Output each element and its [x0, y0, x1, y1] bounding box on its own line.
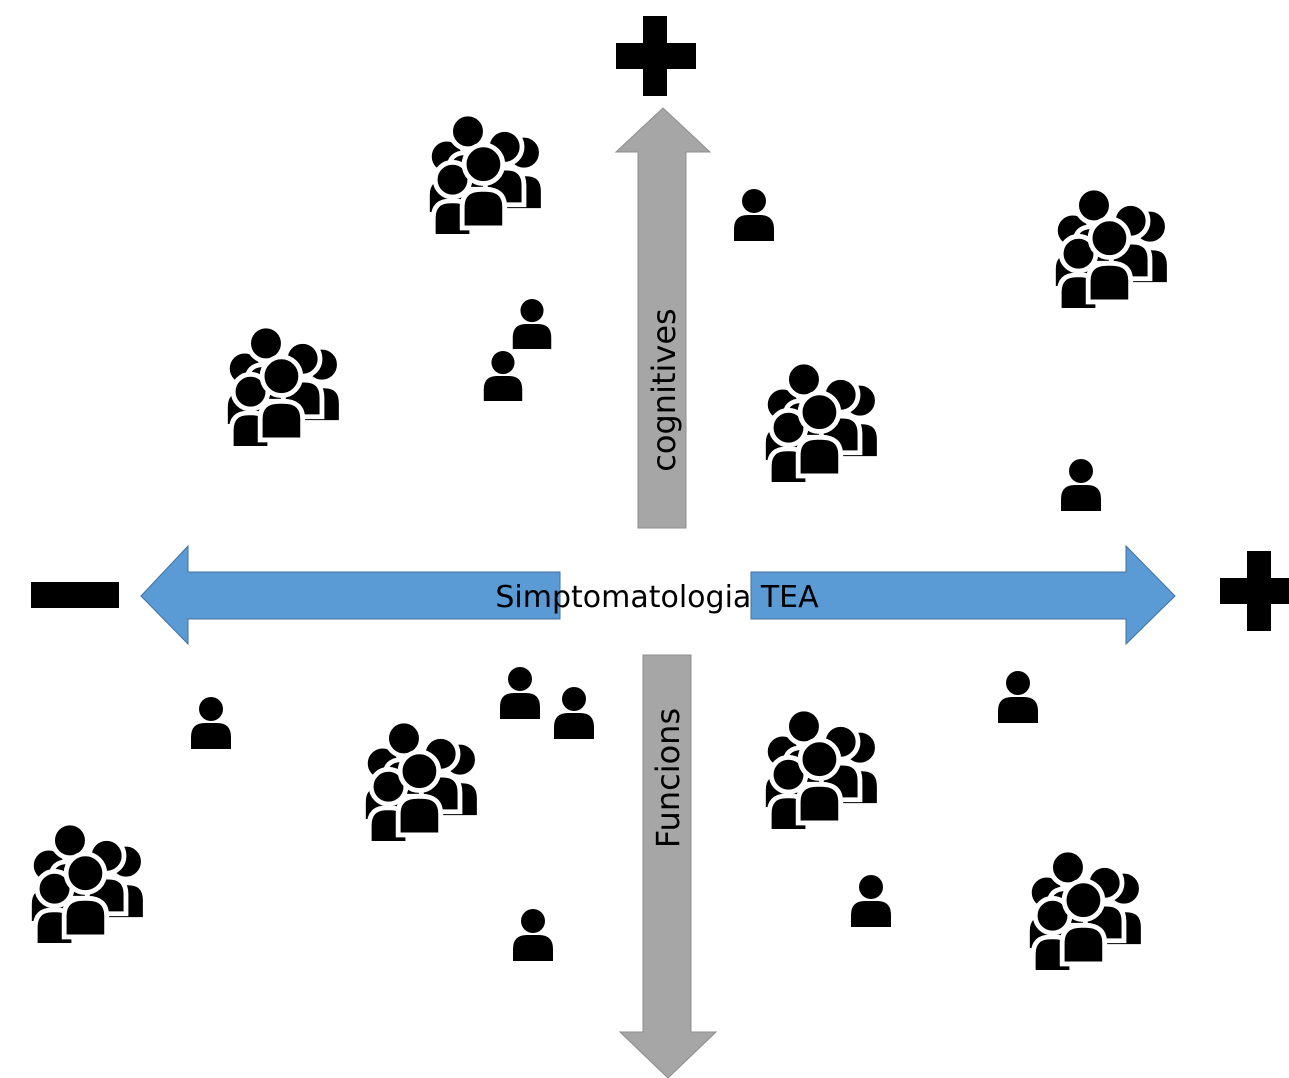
- functions-arrow-down: [618, 654, 718, 1078]
- asd-symptoms-arrow-right: [750, 544, 1176, 646]
- vertical-axis-top-arrow: cognitives: [614, 107, 712, 529]
- person-icon: [734, 189, 774, 241]
- people-group-icon: [225, 326, 341, 450]
- person-icon: [512, 299, 552, 349]
- person-icon: [483, 351, 523, 401]
- people-group-icon: [1027, 850, 1143, 974]
- people-group-icon: [1053, 188, 1169, 312]
- plus-icon-right: [1220, 551, 1289, 631]
- functions-axis-label: Funcions: [649, 708, 687, 848]
- person-icon: [851, 875, 891, 927]
- asd-symptoms-arrow-left: [140, 544, 561, 646]
- cognitive-arrow-up: [614, 107, 712, 529]
- person-icon: [513, 909, 553, 961]
- people-group-icon: [29, 823, 145, 947]
- person-icon: [554, 687, 594, 739]
- people-group-icon: [763, 709, 879, 833]
- plus-icon-top: [616, 16, 696, 96]
- asd-symptoms-label: Simptomatologia TEA: [495, 580, 819, 615]
- horizontal-axis: Simptomatologia TEA: [140, 544, 1176, 646]
- people-group-icon: [763, 362, 879, 486]
- people-group-icon: [427, 114, 543, 238]
- vertical-axis-bottom-arrow: Funcions: [618, 654, 718, 1078]
- people-group-icon: [363, 721, 479, 845]
- person-icon: [998, 671, 1038, 723]
- minus-icon-left: [31, 582, 119, 608]
- person-icon: [500, 667, 540, 719]
- cognitive-axis-label: cognitives: [645, 308, 683, 471]
- person-icon: [191, 697, 231, 749]
- person-icon: [1061, 459, 1101, 511]
- people-group-icons: [29, 114, 1169, 974]
